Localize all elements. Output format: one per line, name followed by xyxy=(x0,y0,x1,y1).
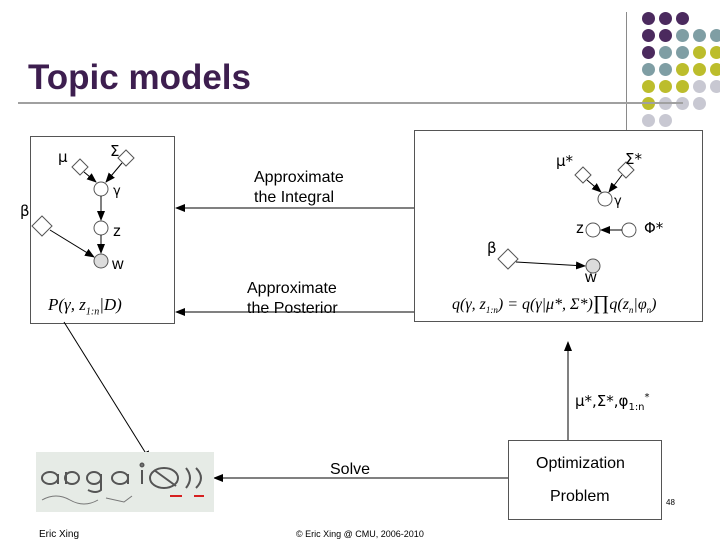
solver-logo-image xyxy=(36,452,214,512)
left-sigma-node xyxy=(117,149,135,167)
decorative-dot xyxy=(676,80,689,93)
right-sigma-star-label: Σ* xyxy=(625,150,642,168)
left-gamma-node xyxy=(93,181,109,197)
decorative-vertical-rule xyxy=(626,12,627,130)
right-w-node xyxy=(585,258,601,274)
left-model-box xyxy=(30,136,175,324)
slide-title: Topic models xyxy=(28,58,251,97)
right-sigma-star-node xyxy=(617,161,635,179)
right-mu-star-label: μ* xyxy=(556,152,574,170)
left-mu-node xyxy=(71,158,89,176)
right-mu-to-gamma-edge xyxy=(586,179,602,193)
left-sigma-to-gamma-edge xyxy=(105,162,123,183)
title-underline xyxy=(18,102,683,104)
approx-posterior-label-line1: Approximate xyxy=(247,280,337,297)
decorative-dot xyxy=(642,12,655,25)
decorative-dot xyxy=(659,114,672,127)
right-variational-formula: q(γ, z1:n) = q(γ|μ*, Σ*)∏q(zn|φn) xyxy=(452,292,657,316)
page-number: 48 xyxy=(666,498,675,507)
decorative-dot xyxy=(642,80,655,93)
decorative-dot xyxy=(642,63,655,76)
decorative-dot xyxy=(642,46,655,59)
decorative-dot xyxy=(676,29,689,42)
variational-params-label: μ*,Σ*,φ1:n* xyxy=(575,392,650,413)
footer-author: Eric Xing xyxy=(39,529,80,540)
left-z-label: z xyxy=(113,223,121,240)
decorative-dot xyxy=(659,46,672,59)
right-beta-to-w-edge xyxy=(515,261,586,270)
decorative-dot xyxy=(659,12,672,25)
approx-integral-label-line1: Approximate xyxy=(254,169,344,186)
decorative-dot xyxy=(676,12,689,25)
solve-label: Solve xyxy=(330,461,371,478)
right-sigma-to-gamma-edge xyxy=(608,174,623,193)
left-beta-node xyxy=(31,215,53,237)
optimization-problem-box xyxy=(508,440,662,520)
decorative-dot xyxy=(710,63,720,76)
right-z-label: z xyxy=(576,220,584,237)
decorative-dot xyxy=(710,46,720,59)
decorative-dot xyxy=(676,63,689,76)
decorative-dot xyxy=(659,29,672,42)
left-z-node xyxy=(93,220,109,236)
optimization-label-line1: Optimization xyxy=(536,455,625,472)
right-beta-label: β xyxy=(487,239,497,257)
left-gamma-label: γ xyxy=(113,184,121,199)
right-model-box xyxy=(414,130,703,322)
decorative-dot xyxy=(659,80,672,93)
decorative-dot xyxy=(693,46,706,59)
decorative-dot xyxy=(693,29,706,42)
right-mu-star-node xyxy=(574,166,592,184)
decorative-dot xyxy=(693,97,706,110)
left-w-node xyxy=(93,253,109,269)
model-to-solver-arrow xyxy=(63,321,151,461)
left-w-label: w xyxy=(112,256,124,273)
decorative-dot xyxy=(693,80,706,93)
decorative-dot xyxy=(710,29,720,42)
approx-integral-label-line2: the Integral xyxy=(254,189,335,206)
left-beta-to-w-edge xyxy=(49,229,95,258)
left-mu-label: μ xyxy=(58,148,68,166)
left-sigma-label: Σ xyxy=(110,142,120,160)
footer-copyright: © Eric Xing @ CMU, 2006-2010 xyxy=(296,529,424,539)
decorative-dot xyxy=(710,80,720,93)
decorative-dot xyxy=(642,114,655,127)
right-gamma-label: γ xyxy=(614,194,622,209)
approx-posterior-label-line2: the Posterior xyxy=(247,300,338,317)
right-w-label: w xyxy=(585,269,597,286)
decorative-dot xyxy=(659,63,672,76)
right-gamma-node xyxy=(597,191,613,207)
left-posterior-formula: P(γ, z1:n|D) xyxy=(48,295,122,318)
decorative-dot xyxy=(676,46,689,59)
left-mu-to-gamma-edge xyxy=(83,171,97,183)
right-phi-star-label: Φ* xyxy=(644,219,664,237)
right-phi-star-node xyxy=(621,222,637,238)
right-z-node xyxy=(585,222,601,238)
decorative-dot xyxy=(642,29,655,42)
optimization-label-line2: Problem xyxy=(550,488,610,505)
right-beta-node xyxy=(497,248,519,270)
left-beta-label: β xyxy=(20,202,30,220)
decorative-dot xyxy=(693,63,706,76)
